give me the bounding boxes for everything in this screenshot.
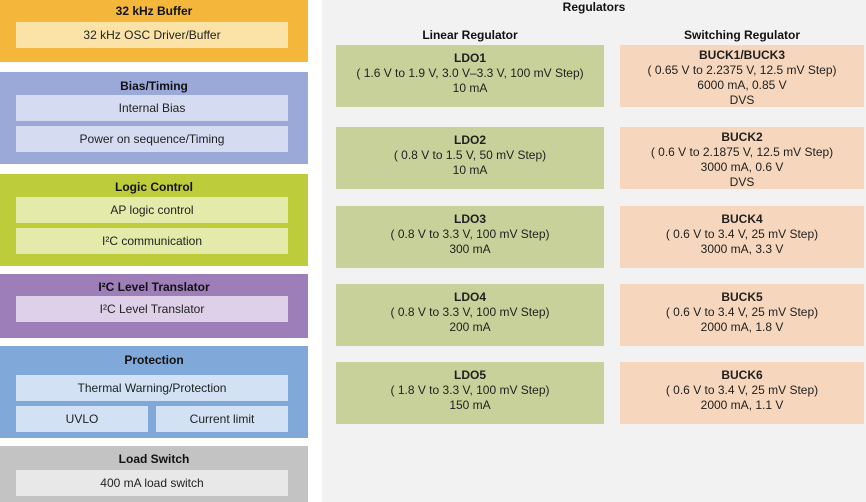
- block-title: 32 kHz Buffer: [115, 4, 193, 18]
- buck-dvs: DVS: [729, 93, 755, 107]
- block-title: Bias/Timing: [120, 79, 188, 93]
- sub-thermal-warning: Thermal Warning/Protection: [16, 375, 288, 401]
- block-load-switch: Load Switch 400 mA load switch: [0, 446, 308, 502]
- sub-osc-driver: 32 kHz OSC Driver/Buffer: [16, 22, 288, 48]
- block-title: I²C Level Translator: [98, 280, 210, 294]
- ldo-range: ( 1.8 V to 3.3 V, 100 mV Step): [390, 383, 550, 397]
- ldo1-box: LDO1 ( 1.6 V to 1.9 V, 3.0 V–3.3 V, 100 …: [336, 45, 604, 107]
- buck6-box: BUCK6 ( 0.6 V to 3.4 V, 25 mV Step) 2000…: [620, 362, 864, 424]
- buck-dvs: DVS: [729, 175, 755, 189]
- buck1-buck3-box: BUCK1/BUCK3 ( 0.65 V to 2.2375 V, 12.5 m…: [620, 45, 864, 107]
- block-logic-control: Logic Control AP logic control I²C commu…: [0, 174, 308, 266]
- buck-range: ( 0.6 V to 3.4 V, 25 mV Step): [665, 305, 819, 319]
- sub-internal-bias: Internal Bias: [16, 95, 288, 121]
- sub-i2c-level-translator: I²C Level Translator: [16, 296, 288, 322]
- regulators-panel: Regulators Linear Regulator Switching Re…: [322, 0, 866, 502]
- buck-rating: 3000 mA, 0.6 V: [700, 160, 784, 174]
- buck-range: ( 0.6 V to 3.4 V, 25 mV Step): [665, 227, 819, 241]
- buck-rating: 2000 mA, 1.1 V: [700, 398, 784, 412]
- ldo-current: 10 mA: [452, 81, 488, 95]
- sub-i2c-communication: I²C communication: [16, 228, 288, 254]
- sub-current-limit: Current limit: [156, 406, 288, 432]
- block-protection: Protection Thermal Warning/Protection UV…: [0, 346, 308, 438]
- buck-name: BUCK2: [721, 130, 763, 144]
- ldo-name: LDO3: [453, 212, 486, 226]
- ldo-name: LDO4: [453, 290, 486, 304]
- sub-ap-logic-control: AP logic control: [16, 197, 288, 223]
- buck-name: BUCK6: [721, 368, 763, 382]
- buck-range: ( 0.6 V to 3.4 V, 25 mV Step): [665, 383, 819, 397]
- ldo-name: LDO2: [453, 133, 486, 147]
- ldo-name: LDO1: [453, 51, 486, 65]
- ldo-current: 200 mA: [449, 320, 491, 334]
- ldo-name: LDO5: [453, 368, 486, 382]
- buck-range: ( 0.65 V to 2.2375 V, 12.5 mV Step): [647, 63, 837, 77]
- buck-rating: 6000 mA, 0.85 V: [697, 78, 787, 92]
- block-title: Load Switch: [118, 452, 190, 466]
- ldo-range: ( 0.8 V to 3.3 V, 100 mV Step): [390, 227, 550, 241]
- sub-power-on-sequence: Power on sequence/Timing: [16, 126, 288, 152]
- block-bias-timing: Bias/Timing Internal Bias Power on seque…: [0, 72, 308, 164]
- ldo-current: 10 mA: [452, 163, 488, 177]
- buck-name: BUCK4: [721, 212, 763, 226]
- buck4-box: BUCK4 ( 0.6 V to 3.4 V, 25 mV Step) 3000…: [620, 206, 864, 268]
- sub-400ma-load-switch: 400 mA load switch: [16, 470, 288, 496]
- buck-rating: 3000 mA, 3.3 V: [700, 242, 784, 256]
- block-title: Protection: [124, 353, 184, 367]
- linear-regulator-header: Linear Regulator: [422, 28, 518, 42]
- ldo5-box: LDO5 ( 1.8 V to 3.3 V, 100 mV Step) 150 …: [336, 362, 604, 424]
- switching-regulator-header: Switching Regulator: [683, 28, 800, 42]
- block-32khz-buffer: 32 kHz Buffer 32 kHz OSC Driver/Buffer: [0, 0, 308, 62]
- regulators-title: Regulators: [562, 0, 626, 14]
- ldo4-box: LDO4 ( 0.8 V to 3.3 V, 100 mV Step) 200 …: [336, 284, 604, 346]
- ldo3-box: LDO3 ( 0.8 V to 3.3 V, 100 mV Step) 300 …: [336, 206, 604, 268]
- block-title: Logic Control: [115, 180, 193, 194]
- buck-rating: 2000 mA, 1.8 V: [700, 320, 784, 334]
- ldo-current: 150 mA: [449, 398, 491, 412]
- ldo-range: ( 1.6 V to 1.9 V, 3.0 V–3.3 V, 100 mV St…: [356, 66, 584, 80]
- buck5-box: BUCK5 ( 0.6 V to 3.4 V, 25 mV Step) 2000…: [620, 284, 864, 346]
- buck2-box: BUCK2 ( 0.6 V to 2.1875 V, 12.5 mV Step)…: [620, 127, 864, 189]
- sub-uvlo: UVLO: [16, 406, 148, 432]
- buck-name: BUCK1/BUCK3: [698, 48, 785, 62]
- ldo2-box: LDO2 ( 0.8 V to 1.5 V, 50 mV Step) 10 mA: [336, 127, 604, 189]
- ldo-current: 300 mA: [449, 242, 491, 256]
- ldo-range: ( 0.8 V to 3.3 V, 100 mV Step): [390, 305, 550, 319]
- block-i2c-level-translator: I²C Level Translator I²C Level Translato…: [0, 274, 308, 338]
- buck-range: ( 0.6 V to 2.1875 V, 12.5 mV Step): [650, 145, 834, 159]
- buck-name: BUCK5: [721, 290, 763, 304]
- ldo-range: ( 0.8 V to 1.5 V, 50 mV Step): [393, 148, 547, 162]
